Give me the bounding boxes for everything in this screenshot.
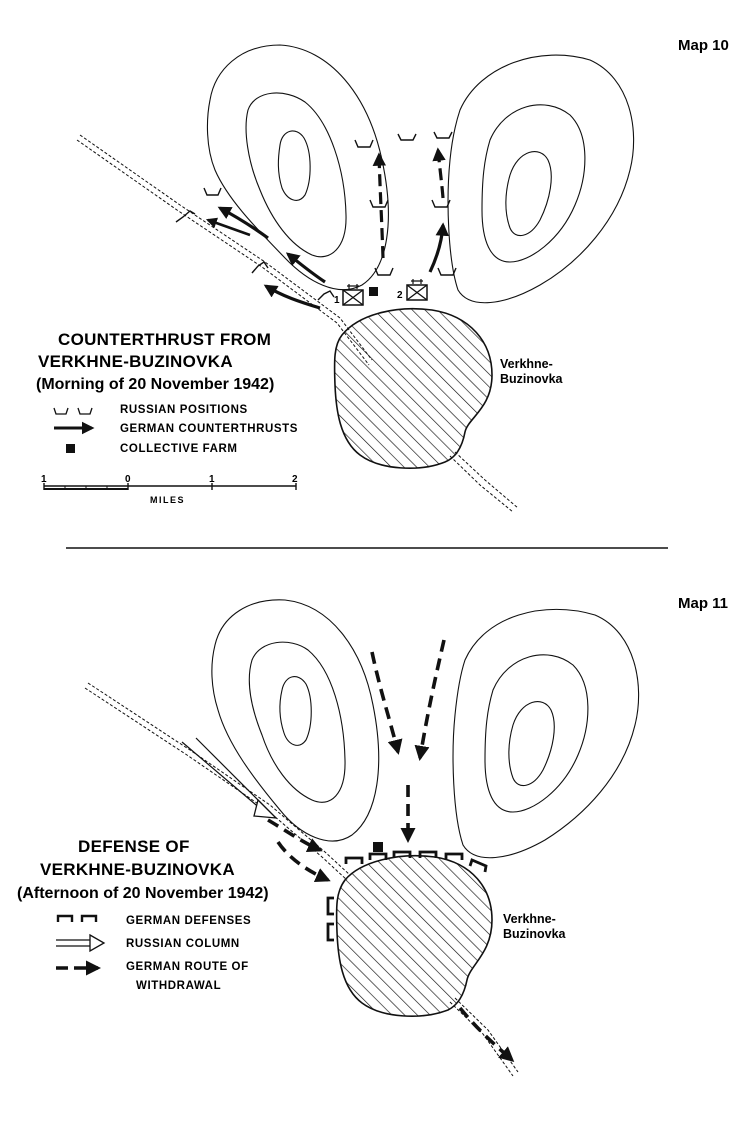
legend-russian-column-symbol	[56, 933, 106, 953]
map10-unit-2: 2	[397, 279, 428, 301]
map10-scale-bar: 1 0 1 2 MILES	[41, 474, 298, 505]
scale-tick-label: 0	[125, 474, 131, 485]
map10-title-line1: COUNTERTHRUST FROM	[58, 330, 271, 349]
russian-position	[374, 267, 394, 276]
legend-russian-positions-label: RUSSIAN POSITIONS	[120, 404, 248, 416]
counterthrust-arrow	[205, 217, 251, 237]
withdrawal-arrow	[458, 1006, 515, 1063]
legend-counterthrust-label: GERMAN COUNTERTHRUSTS	[120, 423, 298, 435]
counterthrust-arrow	[217, 206, 269, 240]
withdrawal-arrow	[370, 651, 403, 755]
map11-german-withdrawal	[267, 639, 515, 1063]
withdrawal-arrow	[267, 818, 323, 852]
map10-subtitle: (Morning of 20 November 1942)	[36, 376, 274, 393]
german-defense	[468, 858, 488, 873]
german-defense	[326, 922, 334, 942]
russian-position	[203, 187, 222, 196]
map11-label: Map 11	[678, 595, 728, 612]
legend-collective-farm-symbol	[66, 444, 75, 453]
withdrawal-arrow	[414, 639, 446, 761]
german-defense	[444, 852, 464, 860]
russian-position	[369, 199, 389, 208]
russian-position	[431, 199, 451, 208]
map11-russian-column	[181, 737, 278, 819]
map11-collective-farm	[373, 842, 383, 852]
map11-title-line2: VERKHNE-BUZINOVKA	[40, 860, 235, 879]
scale-tick-label: 1	[209, 474, 215, 485]
russian-position	[433, 131, 453, 139]
map10-unit-1-number: 1	[334, 295, 340, 306]
russian-column-arrow	[181, 741, 263, 811]
legend-russian-column-label: RUSSIAN COLUMN	[126, 938, 240, 950]
russian-position	[397, 133, 417, 141]
map10-legend: RUSSIAN POSITIONS GERMAN COUNTERTHRUSTS …	[53, 404, 298, 455]
scale-tick-label: 2	[292, 474, 298, 485]
map11-subtitle: (Afternoon of 20 November 1942)	[17, 885, 269, 902]
map10-russian-positions	[175, 131, 457, 301]
german-defense	[326, 896, 334, 916]
map10-unit-2-number: 2	[397, 290, 403, 301]
map10-title-line2: VERKHNE-BUZINOVKA	[38, 352, 233, 371]
counterthrust-arrow	[372, 152, 387, 259]
legend-german-defenses-symbol	[56, 914, 98, 922]
map10-group: Map 10 Verkhne- Buzinovka	[36, 37, 729, 513]
map10-left-hill	[206, 44, 389, 291]
russian-position	[354, 139, 374, 148]
map10-collective-farm	[369, 287, 378, 296]
map10-unit-1: 1	[334, 284, 364, 306]
map10-right-hill	[447, 54, 635, 304]
german-defense	[392, 850, 412, 858]
map11-town-verkhne-buzinovka	[335, 854, 493, 1017]
map11-town-name-line1: Verkhne-	[503, 912, 556, 926]
scale-unit-label: MILES	[150, 495, 185, 505]
legend-withdrawal-label-line2: WITHDRAWAL	[136, 980, 221, 992]
legend-collective-farm-label: COLLECTIVE FARM	[120, 443, 238, 455]
map11-legend: GERMAN DEFENSES RUSSIAN COLUMN GERMAN RO…	[56, 914, 251, 992]
russian-position	[175, 210, 196, 223]
map11-left-hill	[211, 599, 380, 842]
german-defense	[368, 852, 388, 860]
map11-german-defenses	[326, 850, 488, 942]
map11-title-line1: DEFENSE OF	[78, 837, 190, 856]
russian-position	[437, 267, 457, 276]
russian-position	[317, 290, 335, 301]
map10-german-counterthrusts	[205, 147, 449, 310]
counterthrust-arrow	[263, 284, 321, 310]
map10-label: Map 10	[678, 37, 729, 54]
map10-town-name-line2: Buzinovka	[500, 372, 564, 386]
legend-german-defenses-label: GERMAN DEFENSES	[126, 915, 251, 927]
map10-town-name-line1: Verkhne-	[500, 357, 553, 371]
counterthrust-arrow	[432, 147, 446, 199]
counterthrust-arrow	[285, 252, 326, 284]
german-defense	[344, 856, 364, 864]
legend-russian-positions-symbol	[53, 407, 93, 415]
map10-town-verkhne-buzinovka	[333, 307, 493, 469]
counterthrust-arrow	[428, 222, 449, 273]
withdrawal-arrow	[276, 840, 331, 882]
map11-group: Map 11 Verkhne- Buzinovka	[17, 595, 728, 1077]
russian-position	[251, 261, 269, 274]
german-defense	[418, 850, 438, 858]
map11-town-name-line2: Buzinovka	[503, 927, 567, 941]
scale-tick-label: 1	[41, 474, 47, 485]
legend-withdrawal-label: GERMAN ROUTE OF	[126, 961, 249, 973]
map11-right-hill	[452, 608, 640, 859]
